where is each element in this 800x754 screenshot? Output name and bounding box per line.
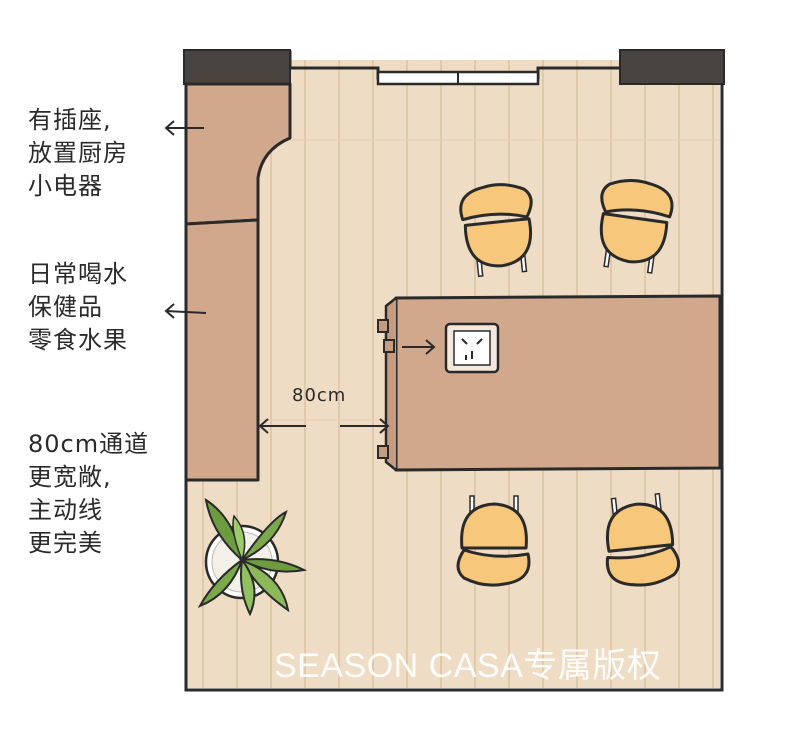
aisle-dimension-arrows: [258, 418, 390, 434]
storage-note-line: 日常喝水: [28, 260, 128, 288]
aisle-note-line: 主动线: [28, 496, 103, 524]
watermark: SEASON CASA专属版权: [274, 647, 662, 685]
storage-note-line: 零食水果: [28, 326, 128, 354]
dining-table: [394, 294, 722, 472]
outlet-note-line: 有插座,: [28, 106, 112, 134]
wall-column-left: [183, 49, 291, 85]
chair-icon: [599, 179, 674, 274]
arrow-to-lower-cabinet: [164, 303, 207, 319]
upper-cabinet: [184, 82, 292, 226]
arrow-to-upper-cabinet: [164, 120, 204, 136]
chair-icon: [459, 183, 533, 278]
aisle-note: 80cm通道 更宽敞, 主动线 更完美: [28, 428, 149, 560]
table-bracket-bottom: [377, 445, 389, 459]
aisle-dimension-label: 80cm: [292, 385, 347, 406]
lower-cabinet: [184, 218, 260, 482]
outlet-note-line: 放置厨房: [28, 139, 128, 167]
chair-icon: [456, 495, 531, 587]
aisle-note-line: 更宽敞,: [28, 463, 112, 491]
table-bracket-mid: [383, 339, 395, 353]
potted-plant-icon: [197, 497, 308, 617]
power-outlet-icon: [444, 322, 500, 374]
outlet-note: 有插座, 放置厨房 小电器: [28, 104, 128, 203]
aisle-note-line: 更完美: [28, 529, 103, 557]
arrow-to-outlet: [402, 339, 436, 355]
aisle-note-line: 80cm通道: [28, 430, 150, 458]
outlet-note-line: 小电器: [28, 172, 103, 200]
wall-column-right: [619, 49, 725, 85]
chair-icon: [605, 492, 681, 587]
storage-note: 日常喝水 保健品 零食水果: [28, 258, 128, 357]
storage-note-line: 保健品: [28, 293, 103, 321]
table-bracket-top: [377, 319, 389, 333]
